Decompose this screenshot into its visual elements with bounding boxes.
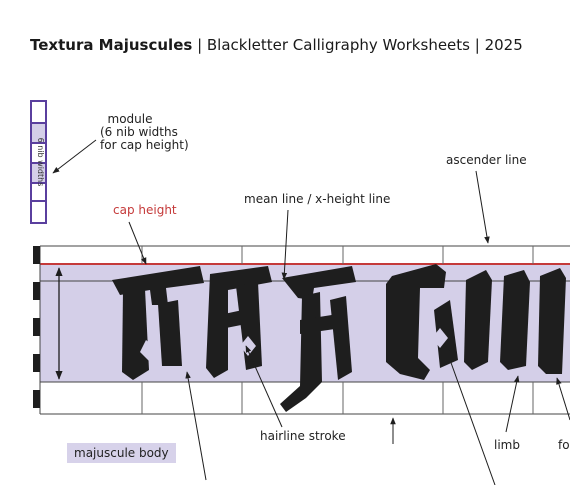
letter-u	[464, 268, 566, 374]
module-label-line3: for cap height)	[100, 138, 189, 152]
module-label-line2: (6 nib widths	[100, 125, 178, 139]
letter-c	[386, 264, 458, 380]
title-bold: Textura Majuscules	[30, 36, 193, 54]
module-stack: 6 nib widths	[30, 100, 47, 224]
vertical-ticks	[141, 246, 534, 414]
module-arrow	[52, 139, 97, 174]
cap-height-pointer	[128, 221, 147, 265]
module-vertical-text: 6 nib widths	[36, 138, 45, 187]
majuscule-body-tag: majuscule body	[67, 443, 176, 463]
letter-e	[206, 266, 272, 378]
nib-square	[30, 100, 47, 124]
nib-square	[30, 200, 47, 224]
letter-f	[280, 266, 356, 412]
mean-line-label: mean line / x-height line	[244, 192, 391, 206]
ascender-line-arrow	[475, 170, 490, 244]
letter-t	[112, 266, 204, 380]
ascender-line-label: ascender line	[446, 153, 527, 167]
mean-line-arrow	[281, 209, 289, 280]
page-title: Textura Majuscules | Blackletter Calligr…	[30, 36, 523, 54]
fo-arrow	[556, 377, 570, 421]
module-label: module (6 nib widths for cap height)	[100, 112, 189, 152]
limb-label: limb	[494, 438, 520, 452]
cap-height-label: cap height	[113, 203, 177, 217]
nib-checker-marks	[33, 246, 40, 408]
limb-arrow	[505, 375, 520, 433]
body-arrow	[185, 371, 207, 481]
fo-label: fo	[558, 438, 570, 452]
module-label-line1: module	[107, 112, 153, 126]
blackletter-letters	[112, 264, 566, 412]
hairline-arrow	[245, 345, 283, 428]
title-rest: | Blackletter Calligraphy Worksheets | 2…	[192, 36, 523, 54]
diamond-arrow	[444, 345, 496, 485]
hairline-stroke-label: hairline stroke	[260, 429, 346, 443]
